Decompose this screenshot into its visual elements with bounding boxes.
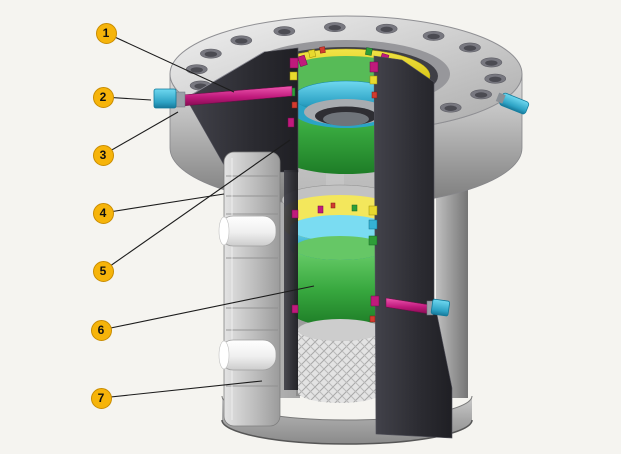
bolt-hole-inner bbox=[278, 29, 291, 35]
lockscrew-right bbox=[385, 297, 451, 317]
callout-badge-3: 3 bbox=[92, 144, 114, 166]
bolt-hole-inner bbox=[485, 60, 498, 66]
body-right-wall bbox=[436, 186, 468, 398]
callout-badge-7: 7 bbox=[90, 387, 112, 409]
lockscrew-left-washer bbox=[175, 91, 186, 108]
callout-badge-1: 1 bbox=[95, 22, 117, 44]
lockscrew-left bbox=[153, 85, 293, 109]
bolt-hole-inner bbox=[235, 38, 248, 44]
seal-chip bbox=[351, 204, 358, 212]
callout-badge-4: 4 bbox=[92, 202, 114, 224]
test-port-fitting bbox=[495, 92, 530, 115]
bolt-hole-inner bbox=[190, 67, 203, 73]
rib-plate bbox=[218, 151, 281, 427]
callout-badge-2: 2 bbox=[92, 86, 114, 108]
casing-pipe-threads bbox=[298, 330, 382, 403]
seal-chip bbox=[317, 205, 324, 214]
bolt-hole-inner bbox=[204, 51, 218, 57]
bolt-hole-inner bbox=[489, 76, 502, 82]
callout-badge-5: 5 bbox=[92, 260, 114, 282]
lockscrew-left-head bbox=[153, 88, 177, 109]
bolt-hole-inner bbox=[444, 105, 457, 111]
seal-ring-cyan-lower bbox=[290, 215, 390, 241]
lower-hanger-stack bbox=[281, 184, 399, 403]
cutaway-right-face bbox=[368, 55, 453, 439]
callout-badge-6: 6 bbox=[90, 319, 112, 341]
bolt-hole-inner bbox=[328, 25, 342, 31]
lockscrew-right-head bbox=[430, 298, 451, 317]
cutaway-left-lower-face bbox=[284, 170, 299, 390]
bolt-hole-inner bbox=[463, 45, 477, 51]
bolt-hole-inner bbox=[474, 92, 488, 98]
bolt-hole-inner bbox=[380, 26, 393, 33]
bolt-hole-inner bbox=[427, 33, 440, 40]
stud-upper bbox=[218, 215, 277, 247]
stud-lower bbox=[218, 339, 277, 371]
seal-chip bbox=[330, 202, 336, 209]
wear-bushing-green-lower bbox=[294, 236, 386, 260]
